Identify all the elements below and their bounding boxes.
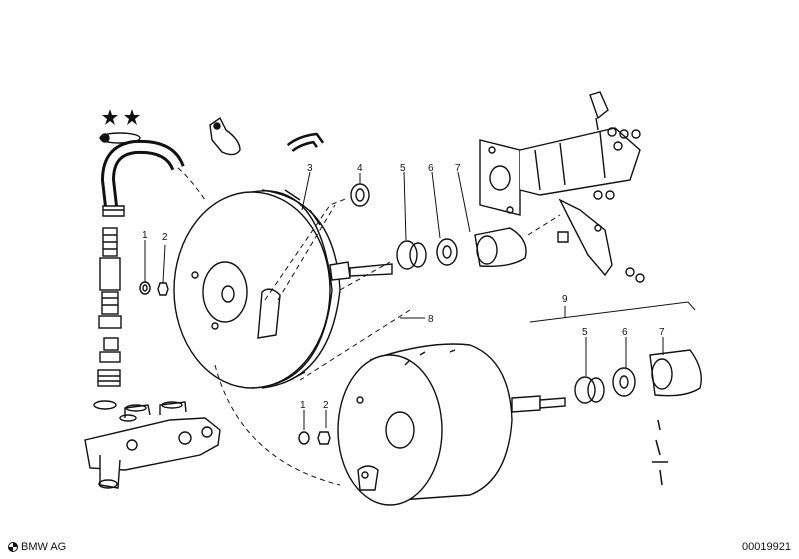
label-3: 3	[307, 163, 313, 174]
vacuum-hose	[100, 139, 185, 217]
label-5-lower: 5	[582, 327, 588, 338]
brand-mark: BMW AG	[8, 541, 66, 553]
diagram-code: 00019921	[742, 541, 791, 553]
label-7-upper: 7	[455, 163, 461, 174]
nut-2-lower	[317, 431, 331, 445]
boot-5-lower	[574, 376, 605, 404]
label-leaders	[144, 171, 696, 430]
washer-1-lower	[298, 431, 310, 445]
label-1-upper: 1	[142, 230, 148, 241]
mounting-bracket	[479, 127, 641, 216]
label-1-lower: 1	[300, 400, 306, 411]
hose-bracket	[209, 116, 241, 156]
master-cylinder	[84, 401, 221, 489]
hose-clamp-top	[99, 132, 141, 144]
washer-4	[350, 183, 370, 207]
label-9: 9	[562, 294, 568, 305]
stop-light-switch	[589, 91, 641, 200]
label-2-lower: 2	[323, 400, 329, 411]
label-8: 8	[428, 314, 434, 325]
label-6-upper: 6	[428, 163, 434, 174]
label-2-upper: 2	[162, 232, 168, 243]
label-7-lower: 7	[659, 327, 665, 338]
double-star-icon	[102, 109, 140, 125]
check-valve-chain	[93, 227, 122, 410]
elbow-hose-3	[286, 132, 325, 153]
brake-booster-lower	[337, 343, 566, 506]
seal-7-upper	[474, 227, 527, 268]
cut-marks	[652, 419, 668, 486]
filter-6-lower	[612, 367, 636, 397]
washer-1-upper	[139, 281, 151, 295]
label-6-lower: 6	[622, 327, 628, 338]
brand-name: BMW AG	[21, 541, 67, 553]
label-4: 4	[357, 163, 363, 174]
leader-lines	[177, 167, 561, 486]
nut-2-upper	[157, 282, 169, 296]
filter-6-upper	[436, 238, 458, 266]
boot-5-upper	[396, 240, 427, 270]
seal-7-lower	[649, 349, 702, 397]
support-arm	[557, 198, 645, 283]
brake-booster-upper	[173, 189, 393, 389]
bmw-roundel-icon	[8, 542, 18, 552]
label-5-upper: 5	[400, 163, 406, 174]
